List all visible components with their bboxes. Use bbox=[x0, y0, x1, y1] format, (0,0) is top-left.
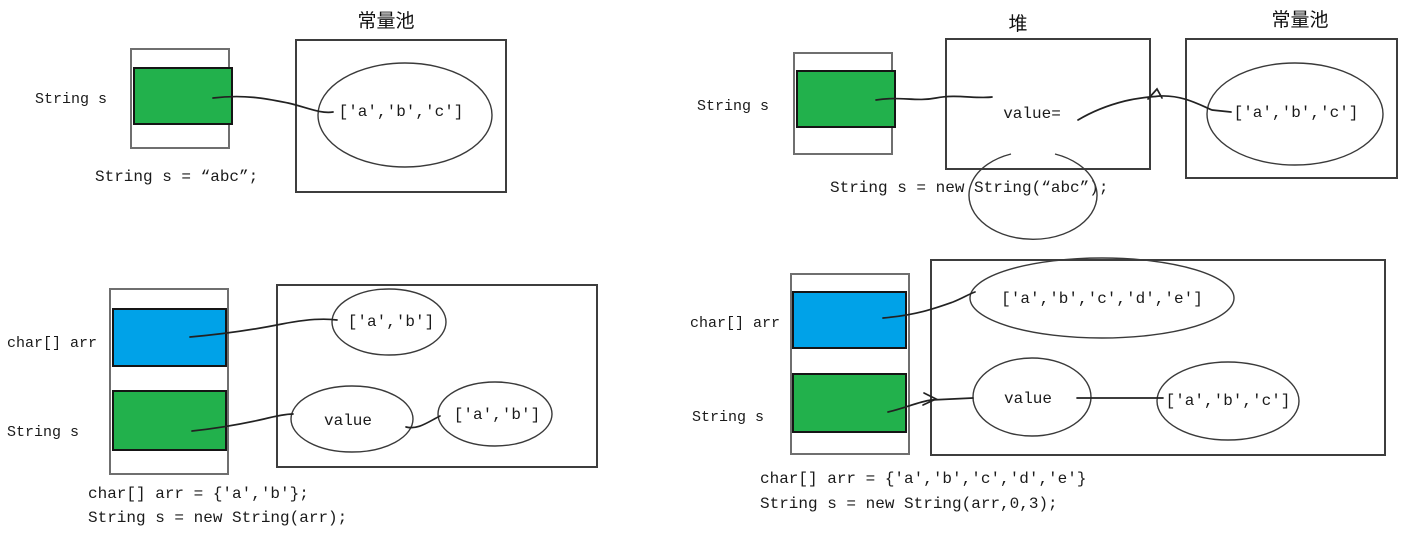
heap-value-field: value bbox=[1003, 390, 1053, 408]
var-label-char-arr: char[] arr bbox=[690, 315, 781, 332]
heap-box bbox=[945, 38, 1151, 170]
heap-value-field: value bbox=[323, 412, 373, 430]
constant-pool-title: 常量池 bbox=[1271, 9, 1329, 31]
stack-cell-string-s bbox=[133, 67, 233, 125]
stack-cell-string-s bbox=[792, 373, 907, 433]
pool-char-array-value: ['a','b','c'] bbox=[338, 103, 464, 121]
pool-char-array-value: ['a','b','c'] bbox=[1233, 104, 1359, 122]
heap-box bbox=[276, 284, 598, 468]
stack-cell-string-s bbox=[112, 390, 227, 451]
var-label-string-s: String s bbox=[35, 91, 108, 108]
code-caption: String s = “abc”; bbox=[95, 168, 259, 186]
heap-char-array-substring-value: ['a','b','c'] bbox=[1165, 392, 1291, 410]
heap-char-array-value: ['a','b','c','d','e'] bbox=[1001, 290, 1203, 308]
heap-value-field: value= bbox=[1003, 105, 1061, 123]
stack-cell-string-s bbox=[796, 70, 896, 128]
code-caption-line1: char[] arr = {'a','b','c','d','e'} bbox=[760, 470, 1087, 488]
heap-title: 堆 bbox=[1008, 13, 1028, 35]
code-caption-line2: String s = new String(arr); bbox=[88, 509, 348, 527]
code-caption: String s = new String(“abc”); bbox=[830, 179, 1109, 197]
var-label-string-s: String s bbox=[692, 409, 765, 426]
var-label-char-arr: char[] arr bbox=[7, 335, 98, 352]
constant-pool-title: 常量池 bbox=[357, 10, 415, 32]
code-caption-line2: String s = new String(arr,0,3); bbox=[760, 495, 1058, 513]
var-label-string-s: String s bbox=[7, 424, 80, 441]
code-caption-line1: char[] arr = {'a','b'}; bbox=[88, 485, 309, 503]
stack-cell-char-arr bbox=[792, 291, 907, 349]
stack-cell-char-arr bbox=[112, 308, 227, 367]
heap-char-array-copy-value: ['a','b'] bbox=[453, 406, 541, 424]
heap-char-array-value: ['a','b'] bbox=[347, 313, 435, 331]
var-label-string-s: String s bbox=[697, 98, 770, 115]
heap-box bbox=[930, 259, 1386, 456]
